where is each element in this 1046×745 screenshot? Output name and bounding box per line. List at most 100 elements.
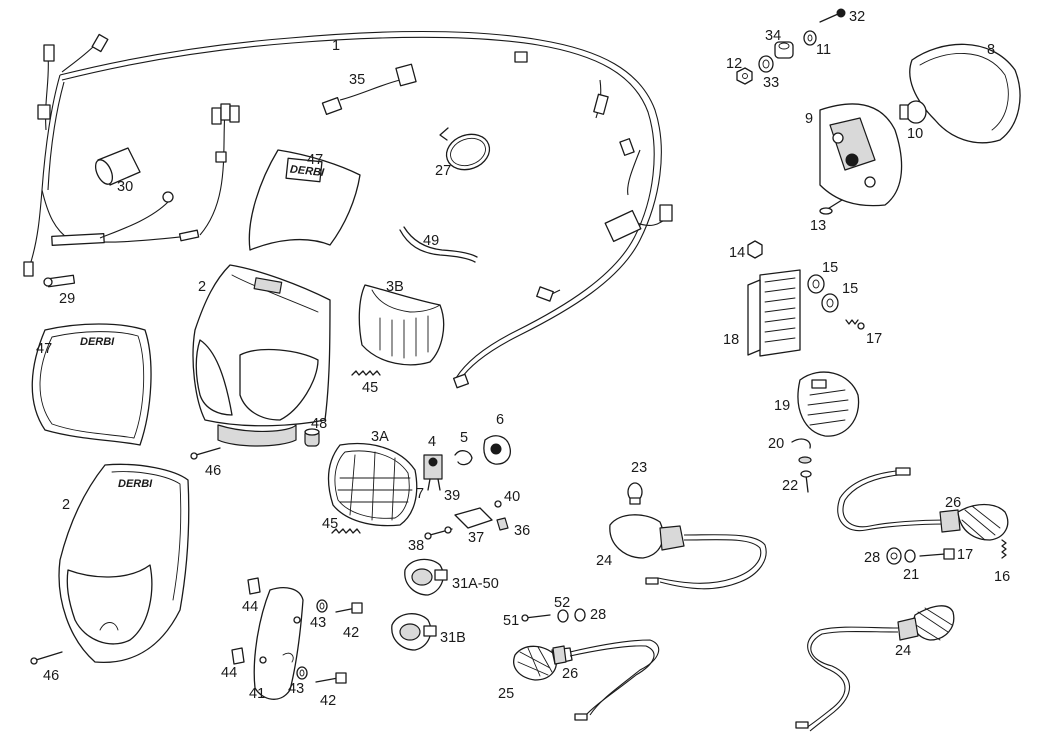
callout-47: 47 xyxy=(36,341,52,357)
indicator-nut xyxy=(574,608,586,622)
front-indicator-right xyxy=(795,605,955,732)
indicator-grommet xyxy=(552,645,567,665)
rubber-boot xyxy=(94,147,141,186)
callout-26: 26 xyxy=(945,495,961,511)
bulb-socket xyxy=(423,454,443,491)
grommet xyxy=(304,428,320,447)
callout-46: 46 xyxy=(43,668,59,684)
tail-light-lens xyxy=(909,43,1021,144)
regulator-nut xyxy=(747,240,763,259)
callout-1: 1 xyxy=(332,38,340,54)
callout-17: 17 xyxy=(957,547,973,563)
callout-29: 29 xyxy=(59,291,75,307)
callout-2: 2 xyxy=(198,279,206,295)
rear-indicator-right xyxy=(609,514,767,590)
callout-34: 34 xyxy=(765,28,781,44)
callout-23: 23 xyxy=(631,460,647,476)
callout-47: 47 xyxy=(307,152,323,168)
cable-tie xyxy=(439,127,491,171)
speed-nut-lower xyxy=(231,647,245,665)
regulator-washer-lower xyxy=(821,293,839,313)
indicator-screw xyxy=(1001,539,1007,559)
callout-6: 6 xyxy=(496,412,504,428)
callout-26: 26 xyxy=(562,666,578,682)
retaining-clip xyxy=(454,450,473,466)
callout-8: 8 xyxy=(987,42,995,58)
indicator-mount-bolt xyxy=(919,548,955,560)
callout-25: 25 xyxy=(498,686,514,702)
callout-31a-50: 31A-50 xyxy=(452,576,499,592)
indicator-mount-nut xyxy=(886,547,902,565)
callout-43: 43 xyxy=(310,615,326,631)
callout-33: 33 xyxy=(763,75,779,91)
washer-lower xyxy=(296,666,308,680)
callout-42: 42 xyxy=(343,625,359,641)
washer-upper xyxy=(316,599,328,613)
horn-bolt xyxy=(800,470,812,493)
callout-38: 38 xyxy=(408,538,424,554)
callout-24: 24 xyxy=(596,553,612,569)
front-indicator-left xyxy=(513,639,660,721)
callout-45: 45 xyxy=(362,380,378,396)
bolt-upper xyxy=(335,602,363,614)
number-plate-sticker: DERBI xyxy=(31,323,152,446)
callout-43: 43 xyxy=(288,681,304,697)
callout-12: 12 xyxy=(726,56,742,72)
handlebar-clamp-a xyxy=(404,558,448,596)
tail-light-washer xyxy=(803,30,817,46)
callout-37: 37 xyxy=(468,530,484,546)
wiring-harness xyxy=(23,30,673,389)
callout-52: 52 xyxy=(554,595,570,611)
callout-19: 19 xyxy=(774,398,790,414)
callout-20: 20 xyxy=(768,436,784,452)
callout-44: 44 xyxy=(242,599,258,615)
callout-14: 14 xyxy=(729,245,745,261)
indicator-bulb xyxy=(627,482,643,505)
callout-32: 32 xyxy=(849,9,865,25)
headlight-shell xyxy=(358,284,445,366)
harness-multi-connector xyxy=(211,103,240,163)
tail-light-screw xyxy=(819,199,843,215)
callout-31b: 31B xyxy=(440,630,466,646)
callout-28: 28 xyxy=(590,607,606,623)
callout-44: 44 xyxy=(221,665,237,681)
callout-15: 15 xyxy=(842,281,858,297)
tail-light-nut xyxy=(736,67,753,85)
voltage-regulator xyxy=(747,269,801,357)
windscreen-visor: DERBI xyxy=(248,149,361,251)
spring-lower xyxy=(331,528,361,534)
indicator-washer xyxy=(557,609,569,623)
screw-upper xyxy=(190,447,221,460)
bulb-cap xyxy=(483,435,511,465)
rubber-strip xyxy=(399,226,478,263)
callout-30: 30 xyxy=(117,179,133,195)
callout-10: 10 xyxy=(907,126,923,142)
callout-21: 21 xyxy=(903,567,919,583)
indicator-bolt xyxy=(521,614,551,622)
spring-upper xyxy=(351,370,381,376)
callout-3a: 3A xyxy=(371,429,389,445)
tail-light-housing xyxy=(819,103,903,207)
horn-clip xyxy=(791,438,812,464)
callout-17: 17 xyxy=(866,331,882,347)
callout-49: 49 xyxy=(423,233,439,249)
screw-lower xyxy=(30,651,63,665)
tail-light-bolt xyxy=(819,8,846,23)
tail-light-grommet xyxy=(758,55,774,73)
callout-24: 24 xyxy=(895,643,911,659)
callout-46: 46 xyxy=(205,463,221,479)
callout-27: 27 xyxy=(435,163,451,179)
tail-light-bulb xyxy=(899,100,927,124)
callout-35: 35 xyxy=(349,72,365,88)
callout-42: 42 xyxy=(320,693,336,709)
callout-36: 36 xyxy=(514,523,530,539)
headlight-unit xyxy=(327,442,418,527)
callout-4: 4 xyxy=(428,434,436,450)
callout-labels: 1 2 2 3A 3B 4 5 6 7 8 9 10 11 12 13 14 1… xyxy=(36,9,1010,709)
handlebar-clamp-b xyxy=(391,613,437,651)
sticker-logo: DERBI xyxy=(80,336,115,348)
callout-13: 13 xyxy=(810,218,826,234)
regulator-screw xyxy=(845,319,865,330)
fairing-logo: DERBI xyxy=(118,478,153,490)
callout-22: 22 xyxy=(782,478,798,494)
